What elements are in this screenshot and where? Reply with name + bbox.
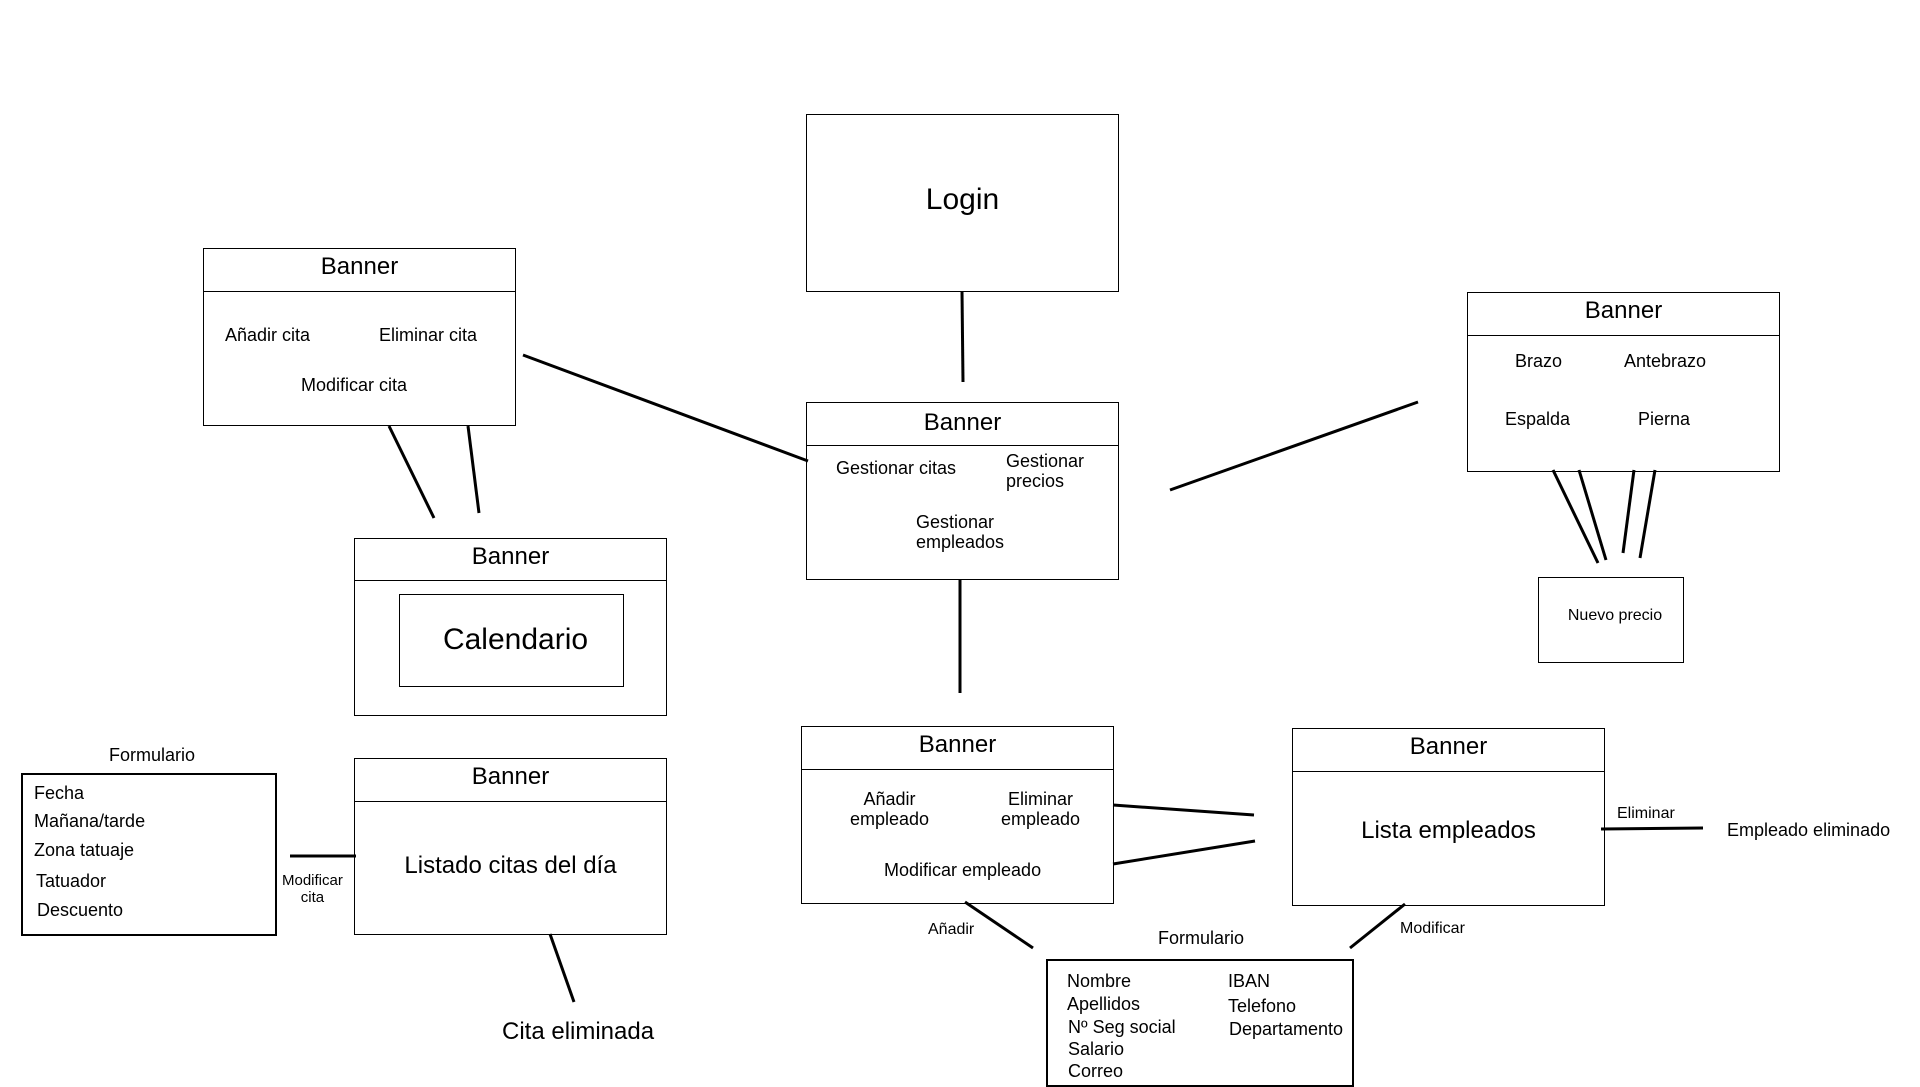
edge-precios-nuevo-2 — [1577, 469, 1608, 561]
precio-item: Brazo — [1515, 351, 1563, 371]
listado-screen: Banner Listado citas del día — [354, 758, 667, 935]
edge-listado-deleted — [548, 933, 576, 1003]
citas-modificar: Modificar cita — [301, 375, 408, 395]
form-empleado-field: Nombre — [1067, 971, 1132, 991]
precio-item: Pierna — [1638, 409, 1691, 429]
form-empleado-field: Apellidos — [1067, 994, 1141, 1014]
precios-banner: Banner — [1468, 293, 1779, 336]
empleados-modificar: Modificar empleado — [884, 860, 1042, 880]
precio-item: Antebrazo — [1624, 351, 1707, 371]
calendar-widget: Calendario — [399, 594, 624, 687]
form-cita: Fecha Mañana/tarde Zona tatuaje Tatuador… — [21, 773, 277, 936]
form-empleado-field: Nº Seg social — [1068, 1017, 1176, 1037]
calendar-banner: Banner — [355, 539, 666, 581]
form-cita-title: Formulario — [109, 745, 196, 765]
edge-label-eliminar: Eliminar — [1617, 805, 1675, 822]
citas-eliminar: Eliminar cita — [379, 325, 478, 345]
calendar-screen: Banner Calendario — [354, 538, 667, 716]
edge-emp-lista-2 — [1112, 839, 1256, 866]
empleado-eliminado: Empleado eliminado — [1727, 820, 1891, 840]
edge-citas-calendar-1 — [387, 425, 436, 519]
edge-main-citas — [522, 353, 809, 463]
citas-anadir: Añadir cita — [225, 325, 311, 345]
edge-main-precios — [1169, 400, 1419, 492]
form-cita-field: Tatuador — [36, 871, 107, 891]
login-screen: Login — [806, 114, 1119, 292]
form-cita-field: Zona tatuaje — [34, 840, 135, 860]
main-gestionar-precios: Gestionar precios — [1006, 451, 1085, 491]
form-empleado-title: Formulario — [1158, 928, 1245, 948]
empleados-menu-screen: Banner Añadir empleado Eliminar empleado… — [801, 726, 1114, 904]
edge-emp-lista-1 — [1112, 803, 1255, 817]
form-empleado: Nombre Apellidos Nº Seg social Salario C… — [1046, 959, 1354, 1087]
citas-menu-screen: Banner Añadir cita Eliminar cita Modific… — [203, 248, 516, 426]
edge-lista-form — [1349, 902, 1406, 950]
edge-label-modificar: Modificar — [1400, 920, 1465, 937]
edge-precios-nuevo-1 — [1551, 469, 1600, 564]
login-label: Login — [925, 183, 1000, 216]
cita-eliminada: Cita eliminada — [502, 1018, 655, 1045]
main-menu-screen: Banner Gestionar citas Gestionar precios… — [806, 402, 1119, 580]
lista-label: Lista empleados — [1361, 817, 1536, 844]
main-gestionar-empleados: Gestionar empleados — [916, 512, 1005, 552]
form-empleado-field: Telefono — [1228, 996, 1297, 1016]
calendar-label: Calendario — [442, 623, 589, 656]
edge-label-anadir: Añadir — [928, 921, 975, 938]
form-empleado-field: Correo — [1068, 1061, 1124, 1081]
edge-label-modificar-cita: Modificar cita — [282, 872, 343, 906]
nuevo-precio-label: Nuevo precio — [1567, 607, 1663, 624]
lista-banner: Banner — [1293, 729, 1604, 772]
main-gestionar-citas: Gestionar citas — [836, 458, 957, 478]
edge-emp-form — [964, 900, 1034, 950]
edge-lista-eliminado — [1600, 826, 1704, 831]
form-cita-field: Mañana/tarde — [34, 811, 146, 831]
edge-citas-calendar-2 — [466, 425, 481, 514]
listado-banner: Banner — [355, 759, 666, 802]
empleados-banner: Banner — [802, 727, 1113, 770]
empleados-eliminar: Eliminar empleado — [1001, 789, 1081, 829]
form-cita-field: Fecha — [34, 783, 85, 803]
edge-login-main — [960, 290, 965, 383]
citas-banner: Banner — [204, 249, 515, 292]
main-banner: Banner — [807, 403, 1118, 446]
edge-precios-nuevo-3 — [1621, 469, 1636, 554]
form-empleado-field: IBAN — [1228, 971, 1271, 991]
precios-menu-screen: Banner Brazo Antebrazo Espalda Pierna — [1467, 292, 1780, 472]
form-empleado-field: Salario — [1068, 1039, 1125, 1059]
empleados-anadir: Añadir empleado — [850, 789, 930, 829]
form-cita-field: Descuento — [37, 900, 124, 920]
edge-precios-nuevo-4 — [1638, 469, 1657, 559]
form-empleado-field: Departamento — [1229, 1019, 1344, 1039]
listado-label: Listado citas del día — [404, 852, 617, 879]
lista-empleados-screen: Banner Lista empleados — [1292, 728, 1605, 906]
nuevo-precio-box: Nuevo precio — [1538, 577, 1684, 663]
precio-item: Espalda — [1505, 409, 1571, 429]
